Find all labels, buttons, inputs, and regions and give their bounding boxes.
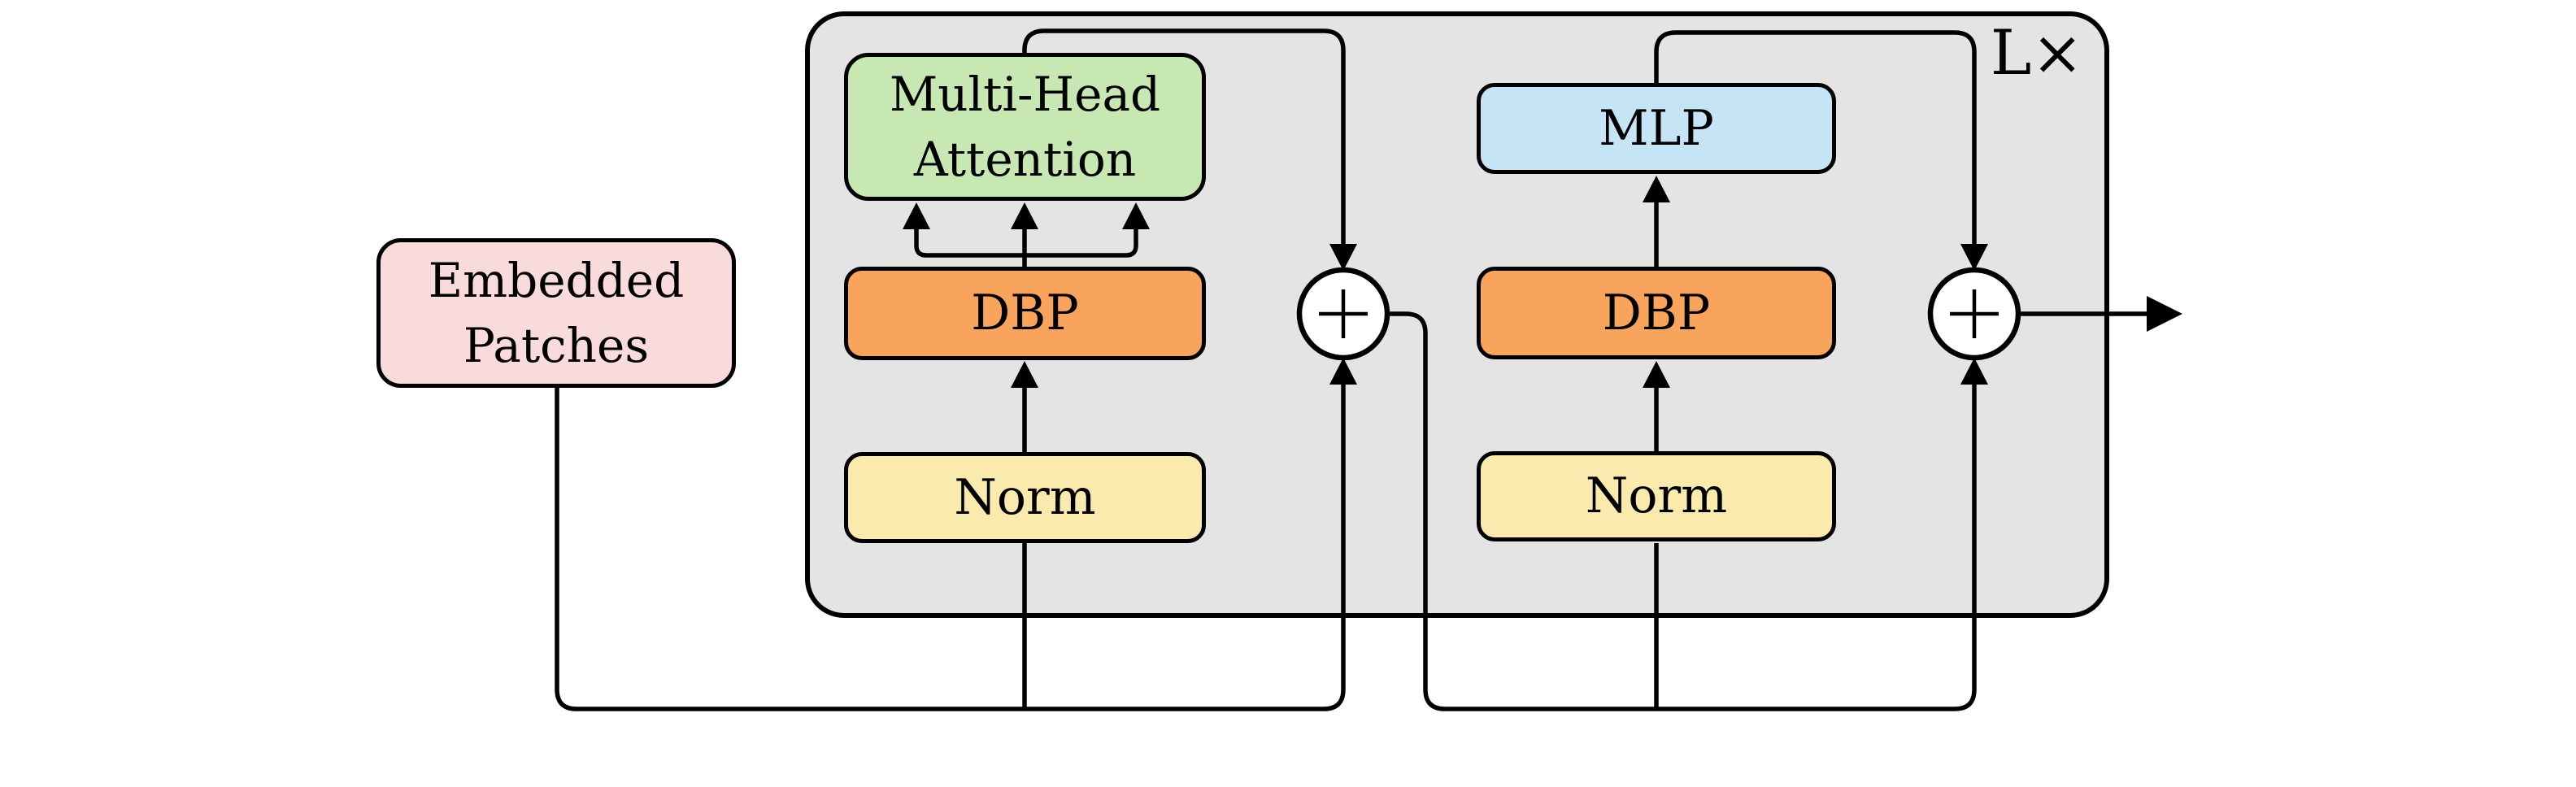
arrowheads — [903, 176, 2182, 388]
plus-icon — [1950, 289, 1999, 338]
node-dbp-attention: DBP — [844, 267, 1206, 360]
node-label: DBP — [971, 285, 1079, 342]
arrowhead-mha-center — [1011, 202, 1038, 229]
node-embedded-patches: Embedded Patches — [376, 238, 736, 388]
repeat-count-label: L× — [1990, 15, 2084, 89]
node-label: MLP — [1599, 99, 1714, 157]
node-norm-mlp: Norm — [1477, 451, 1836, 541]
node-label: Multi-Head — [889, 66, 1161, 122]
node-dbp-mlp: DBP — [1477, 267, 1836, 359]
arrowhead-add-right-bottom — [1960, 358, 1988, 385]
wire-mha-to-add-left — [1022, 28, 1346, 245]
node-multi-head-attention: Multi-Head Attention — [844, 53, 1206, 201]
wire-mlp-to-add-right — [1654, 30, 1977, 245]
node-mlp: MLP — [1477, 83, 1836, 174]
arrowhead-output — [2147, 296, 2182, 332]
add-node-right — [1927, 267, 2021, 361]
arrowhead-dbp-left — [1011, 361, 1038, 388]
plus-icon — [1319, 289, 1368, 338]
arrowhead-add-left-bottom — [1329, 358, 1357, 385]
arrowhead-mha-left — [903, 202, 930, 229]
node-label: Embedded — [428, 252, 685, 308]
arrowhead-dbp-right — [1643, 361, 1670, 388]
arrowhead-mha-right — [1122, 202, 1150, 229]
node-label: DBP — [1602, 284, 1711, 341]
arrowhead-add-right-top — [1960, 244, 1988, 271]
node-label: Patches — [463, 318, 650, 373]
node-label: Norm — [1585, 467, 1728, 525]
arrowhead-mlp — [1643, 176, 1670, 202]
add-node-left — [1296, 267, 1390, 361]
node-label: Norm — [954, 468, 1096, 526]
wire-input-skip-bus — [555, 385, 1346, 711]
wire-add-left-skip-bus — [1386, 311, 1977, 711]
wires — [555, 28, 2150, 711]
wire-dbp-to-mha-bracket — [914, 228, 1138, 258]
node-norm-attention: Norm — [844, 452, 1206, 543]
arrowhead-add-left-top — [1329, 244, 1357, 271]
node-label: Attention — [913, 132, 1137, 187]
